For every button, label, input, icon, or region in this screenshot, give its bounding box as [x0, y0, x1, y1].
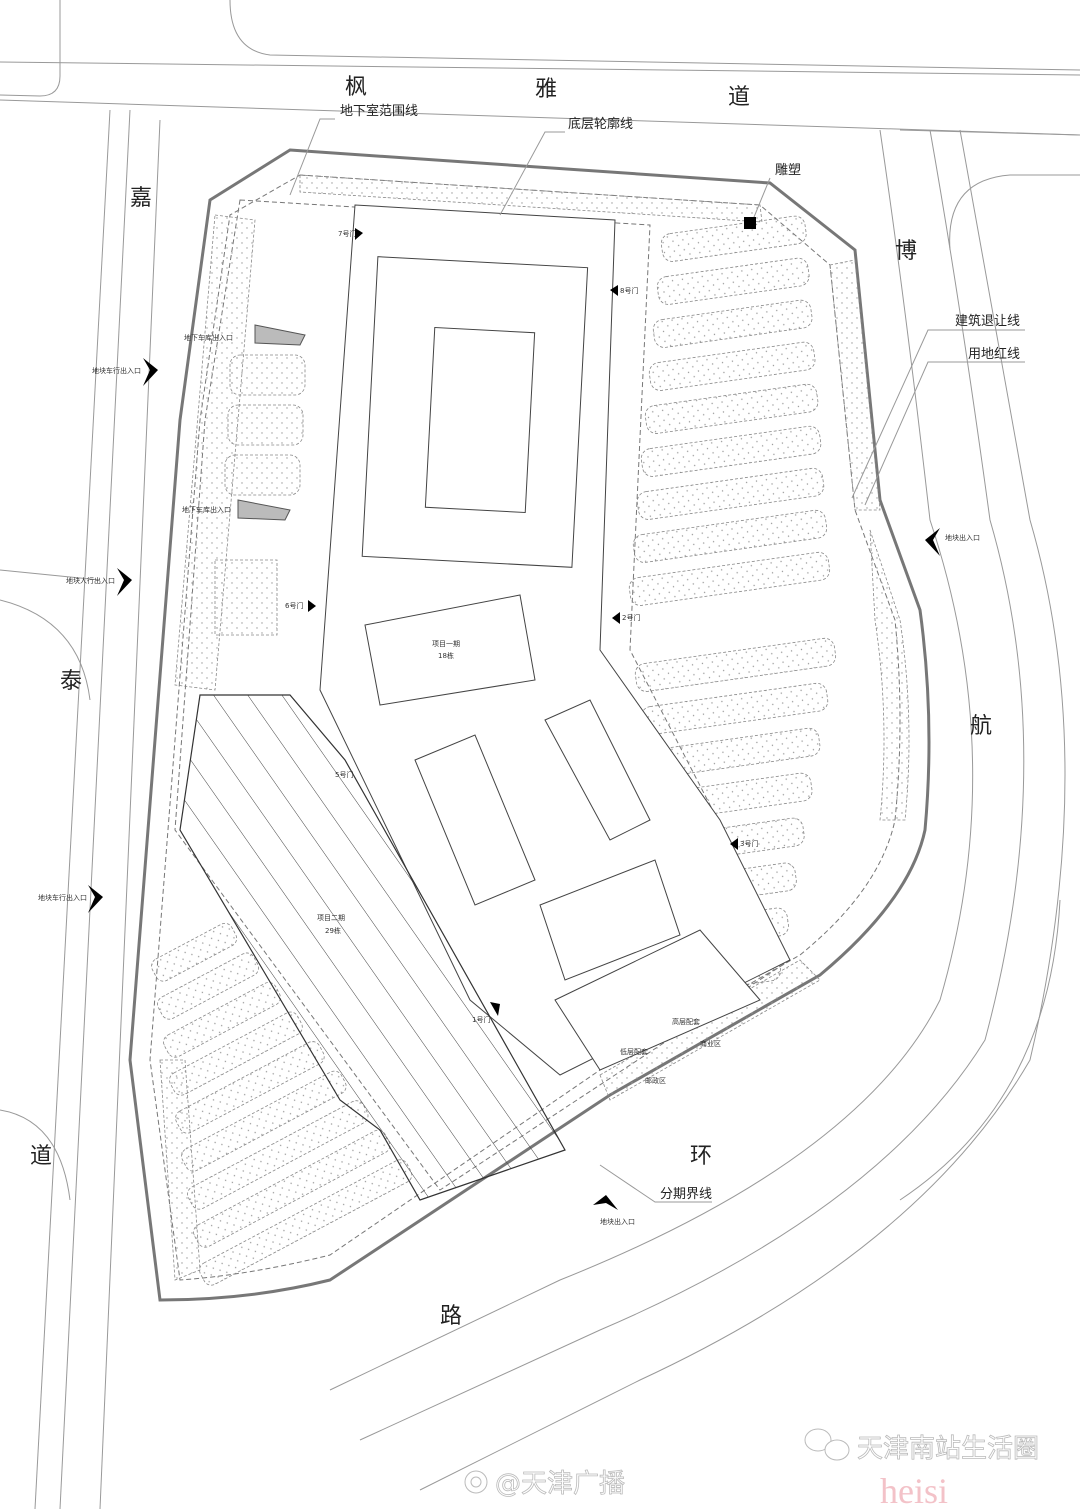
arrow-icon: [610, 285, 618, 296]
gate-label: 2号门: [622, 613, 640, 622]
parking-row: [648, 341, 816, 391]
entrance-arrow-icon: [593, 1195, 618, 1210]
callouts: 地下室范围线 底层轮廓线 雕塑 建筑退让线 用地红线 分期界线: [289, 103, 1025, 1203]
parking-row: [660, 215, 807, 262]
road-name-char: 环: [690, 1144, 712, 1169]
parking-row: [646, 727, 821, 778]
road-name-char: 嘉: [130, 186, 152, 211]
gates: 7号门 8号门 6号门 2号门 5号门 3号门 1号门: [285, 228, 758, 1024]
parking-row: [640, 425, 822, 477]
gate-label: 3号门: [740, 839, 758, 848]
parking-west: [214, 354, 306, 636]
arrow-icon: [308, 600, 316, 612]
sculpture-icon: [744, 217, 756, 229]
sculpture-label: 雕塑: [775, 163, 801, 178]
entrance-arrow-icon: [925, 528, 940, 556]
red-line-label: 用地红线: [968, 346, 1020, 362]
parking-row: [634, 637, 837, 692]
setback-line-label: 建筑退让线: [955, 313, 1020, 329]
ramp-icon: [254, 324, 306, 346]
zone-label: 邮政区: [645, 1076, 666, 1085]
entrance-label: 地块车行出入口: [92, 366, 141, 375]
parking-row: [632, 509, 828, 563]
parking-row: [187, 1100, 369, 1210]
entrance-arrow-icon: [143, 358, 158, 386]
gate-label: 6号门: [285, 601, 303, 610]
arrow-icon: [355, 228, 363, 240]
site-red-line: [128, 148, 931, 1302]
road-name-char: 博: [895, 239, 917, 264]
parking-row: [652, 299, 813, 348]
overlay-watermark: heisi: [880, 1471, 948, 1509]
garage-entrance-label: 地下车库出入口: [184, 333, 233, 342]
wechat-watermark: 天津南站生活圈: [857, 1434, 1039, 1464]
phase2-name: 项目二期: [317, 914, 345, 922]
zone-label: 高层配套: [672, 1017, 700, 1026]
road-name-char: 枫: [345, 75, 367, 100]
entrance-label: 地块车行出入口: [38, 893, 87, 902]
road-name-char: 雅: [535, 77, 557, 102]
gate-label: 5号门: [335, 770, 353, 779]
parking-row: [169, 1011, 303, 1096]
parking-row: [636, 467, 825, 520]
entrance-label: 地块出入口: [945, 533, 980, 542]
phase2-floors: 29栋: [325, 926, 341, 935]
phase1-floors: 18栋: [438, 651, 454, 660]
ground-outline-label: 底层轮廓线: [568, 116, 633, 132]
road-name-char: 泰: [60, 669, 82, 694]
parking-row: [157, 952, 259, 1020]
gate-label: 8号门: [620, 286, 638, 295]
parking-row: [199, 1159, 413, 1286]
gate-label: 7号门: [338, 229, 356, 238]
arrow-icon: [612, 612, 620, 624]
basement-line-label: 地下室范围线: [340, 103, 418, 119]
phase-line-label: 分期界线: [660, 1187, 712, 1202]
parking-southwest: [151, 922, 413, 1286]
garage-entrance-label: 地下车库出入口: [182, 505, 231, 514]
arrow-icon: [730, 838, 738, 850]
phase1-buildings: [319, 204, 791, 1076]
weibo-icon: [464, 1470, 488, 1494]
road-name-char: 路: [440, 1304, 462, 1329]
wechat-icon: [804, 1428, 850, 1461]
entrances: 地块车行出入口 地块人行出入口 地块车行出入口 地块出入口 地块出入口 地下车库…: [38, 324, 980, 1226]
parking-row: [151, 922, 238, 982]
parking-row: [656, 257, 810, 305]
green-areas: [159, 174, 910, 1281]
entrance-arrow-icon: [117, 568, 132, 596]
entrance-label: 地块人行出入口: [66, 576, 115, 585]
entrance-arrow-icon: [88, 885, 103, 913]
zone-label: 低层配套: [620, 1047, 648, 1056]
phase1-name: 项目一期: [432, 640, 460, 648]
ramp-icon: [237, 499, 291, 521]
phase2-area: [179, 694, 566, 1201]
road-name-char: 道: [728, 85, 750, 110]
entrance-label: 地块出入口: [600, 1217, 635, 1226]
zone-label: 商业区: [700, 1039, 721, 1048]
road-name-char: 道: [30, 1144, 52, 1169]
road-name-char: 航: [970, 714, 992, 739]
parking-row: [628, 551, 831, 606]
parking-row: [644, 383, 819, 434]
parking-east: [628, 215, 837, 993]
parking-row: [640, 682, 829, 735]
arrow-icon: [490, 1002, 500, 1016]
weibo-watermark: @天津广播: [495, 1469, 625, 1499]
gate-label: 1号门: [472, 1015, 490, 1024]
